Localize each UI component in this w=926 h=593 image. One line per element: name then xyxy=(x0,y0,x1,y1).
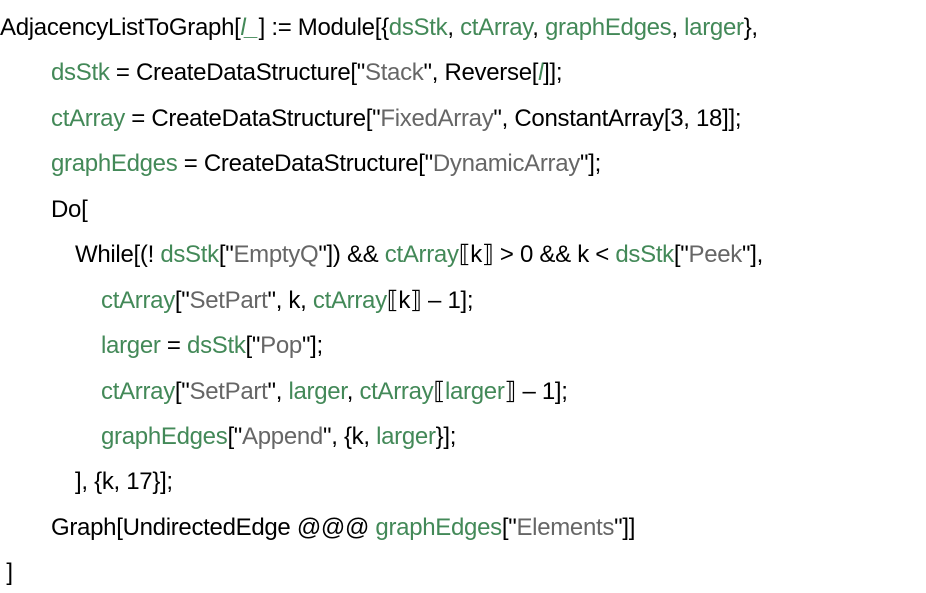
local-variable-token: dsStk xyxy=(160,241,219,268)
code-token: While[(! xyxy=(75,241,161,268)
code-token: ⟧ – 1]; xyxy=(504,378,568,405)
local-variable-token: larger xyxy=(288,378,347,405)
code-token: "], xyxy=(742,241,763,268)
string-token: Elements xyxy=(516,514,615,541)
code-token: AdjacencyListToGraph[ xyxy=(0,14,241,41)
code-token: , xyxy=(447,14,461,41)
string-token: SetPart xyxy=(189,378,268,405)
local-variable-token: ctArray xyxy=(101,287,175,314)
local-variable-token: dsStk xyxy=(51,59,110,86)
local-variable-token: graphEdges xyxy=(51,150,178,177)
code-token: ] xyxy=(0,559,13,586)
local-variable-token: ctArray xyxy=(384,241,459,268)
local-variable-token: larger xyxy=(684,14,744,41)
code-line: graphEdges = CreateDataStructure["Dynami… xyxy=(51,144,601,184)
local-variable-token: graphEdges xyxy=(375,514,502,541)
code-token: ", {k, xyxy=(322,423,377,450)
code-token: Graph[UndirectedEdge @@@ xyxy=(51,514,376,541)
string-token: EmptyQ xyxy=(233,241,319,268)
code-token: , xyxy=(532,14,545,41)
code-token: ]]; xyxy=(543,59,563,86)
code-line: AdjacencyListToGraph[l_] := Module[{dsSt… xyxy=(0,8,758,48)
code-token: ⟦k⟧ – 1]; xyxy=(386,287,474,314)
code-token: }]; xyxy=(435,423,457,450)
local-variable-token: graphEdges xyxy=(101,423,228,450)
string-token: Pop xyxy=(260,332,302,359)
code-token: = xyxy=(160,332,188,359)
code-token: [" xyxy=(501,514,517,541)
local-variable-token: larger xyxy=(101,332,161,359)
code-token: [" xyxy=(174,378,190,405)
code-line: larger = dsStk["Pop"]; xyxy=(101,326,323,366)
pattern-token: l_ xyxy=(240,14,259,41)
local-variable-token: ctArray xyxy=(51,105,125,132)
string-token: Stack xyxy=(364,59,424,86)
pattern-token: l xyxy=(538,59,544,86)
string-token: SetPart xyxy=(189,287,268,314)
local-variable-token: ctArray xyxy=(460,14,533,41)
code-token: ], {k, 17}]; xyxy=(75,468,173,495)
code-token: }, xyxy=(743,14,758,41)
code-token: ", k, xyxy=(267,287,313,314)
code-line: Graph[UndirectedEdge @@@ graphEdges["Ele… xyxy=(51,508,635,548)
code-token: [" xyxy=(245,332,261,359)
code-token: Do[ xyxy=(51,196,88,223)
code-token: ", ConstantArray[3, 18]]; xyxy=(493,105,742,132)
local-variable-token: ctArray xyxy=(359,378,434,405)
string-token: DynamicArray xyxy=(432,150,580,177)
code-token: ⟦ xyxy=(433,378,445,405)
code-token: [" xyxy=(218,241,234,268)
string-token: FixedArray xyxy=(380,105,494,132)
local-variable-token: graphEdges xyxy=(544,14,672,41)
local-variable-token: ctArray xyxy=(101,378,175,405)
string-token: Peek xyxy=(688,241,742,268)
code-line: dsStk = CreateDataStructure["Stack", Rev… xyxy=(51,53,563,93)
code-line: ctArray = CreateDataStructure["FixedArra… xyxy=(51,99,742,139)
code-token: = CreateDataStructure[" xyxy=(109,59,365,86)
code-line: ] xyxy=(0,553,13,593)
string-token: Append xyxy=(242,423,323,450)
local-variable-token: ctArray xyxy=(312,287,387,314)
code-token: ", xyxy=(267,378,289,405)
code-token: ] := Module[{ xyxy=(258,14,389,41)
code-token: "]] xyxy=(614,514,636,541)
code-token: "]; xyxy=(301,332,323,359)
local-variable-token: larger xyxy=(376,423,436,450)
code-token: "]; xyxy=(579,150,601,177)
local-variable-token: dsStk xyxy=(388,14,448,41)
code-line: While[(! dsStk["EmptyQ"]) && ctArray⟦k⟧ … xyxy=(75,235,763,275)
code-token: "]) && xyxy=(318,241,385,268)
code-token: = CreateDataStructure[" xyxy=(177,150,433,177)
code-token: , xyxy=(671,14,685,41)
code-line: ctArray["SetPart", larger, ctArray⟦large… xyxy=(101,372,568,412)
code-line: graphEdges["Append", {k, larger}]; xyxy=(101,417,456,457)
code-token: [" xyxy=(673,241,689,268)
code-token: ⟦k⟧ > 0 && k < xyxy=(458,241,616,268)
code-token: ", Reverse[ xyxy=(423,59,539,86)
code-line: ctArray["SetPart", k, ctArray⟦k⟧ – 1]; xyxy=(101,281,474,321)
local-variable-token: dsStk xyxy=(187,332,246,359)
local-variable-token: larger xyxy=(444,378,505,405)
code-token: [" xyxy=(227,423,243,450)
local-variable-token: dsStk xyxy=(615,241,674,268)
code-token: = CreateDataStructure[" xyxy=(124,105,381,132)
code-token: , xyxy=(346,378,360,405)
code-line: ], {k, 17}]; xyxy=(75,462,173,502)
code-token: [" xyxy=(174,287,190,314)
code-line: Do[ xyxy=(51,190,88,230)
